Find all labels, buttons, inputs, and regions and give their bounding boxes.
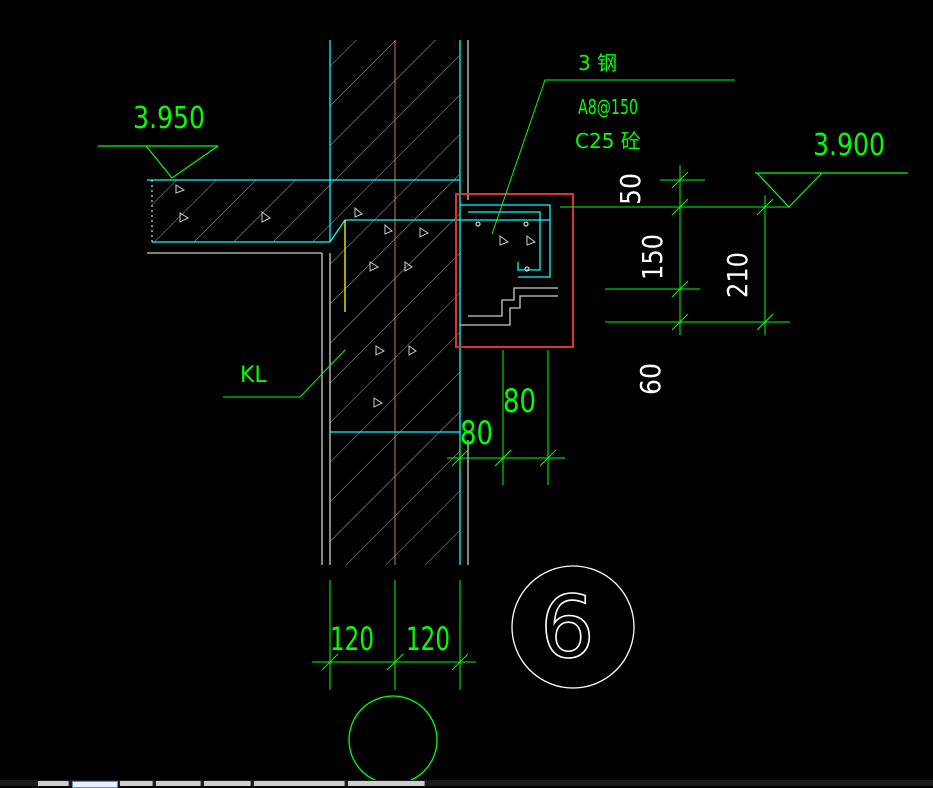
ledge-detail xyxy=(460,204,558,326)
dim-120-left: 120 xyxy=(330,620,374,658)
elevation-right-label: 3.900 xyxy=(813,128,885,163)
layout-tab-6[interactable] xyxy=(254,781,345,786)
layout-tab-2[interactable] xyxy=(72,781,118,788)
highlight-box xyxy=(455,193,574,348)
layout-tab-3[interactable] xyxy=(120,781,153,786)
note-line-3: C25 砼 xyxy=(575,129,641,153)
layout-tab-5[interactable] xyxy=(204,781,251,786)
detail-number: 6 xyxy=(540,578,595,678)
dim-80-upper: 80 xyxy=(503,382,536,420)
status-bar xyxy=(0,780,933,786)
beam-label: KL xyxy=(240,363,267,388)
layout-tab-1[interactable] xyxy=(38,781,69,786)
axis-bubble xyxy=(348,695,438,780)
note-line-2: A8@150 xyxy=(578,95,638,119)
dim-210: 210 xyxy=(721,252,754,298)
dim-120-right: 120 xyxy=(406,620,450,658)
leader-lines xyxy=(223,79,735,398)
wall-outline xyxy=(321,40,469,565)
elevation-left-label: 3.950 xyxy=(133,101,205,136)
floor-slab xyxy=(147,179,550,433)
layout-tab-4[interactable] xyxy=(156,781,201,786)
detail-bubble xyxy=(511,565,635,689)
note-line-1: 3 钢 xyxy=(578,51,617,75)
dim-80-lower: 80 xyxy=(460,414,493,452)
dim-150: 150 xyxy=(636,234,669,280)
layout-tab-7[interactable] xyxy=(348,781,425,786)
dim-50: 50 xyxy=(614,173,647,205)
concrete-aggregate-marks xyxy=(175,184,537,408)
dimension-lines xyxy=(312,165,790,690)
dim-60: 60 xyxy=(634,363,667,395)
